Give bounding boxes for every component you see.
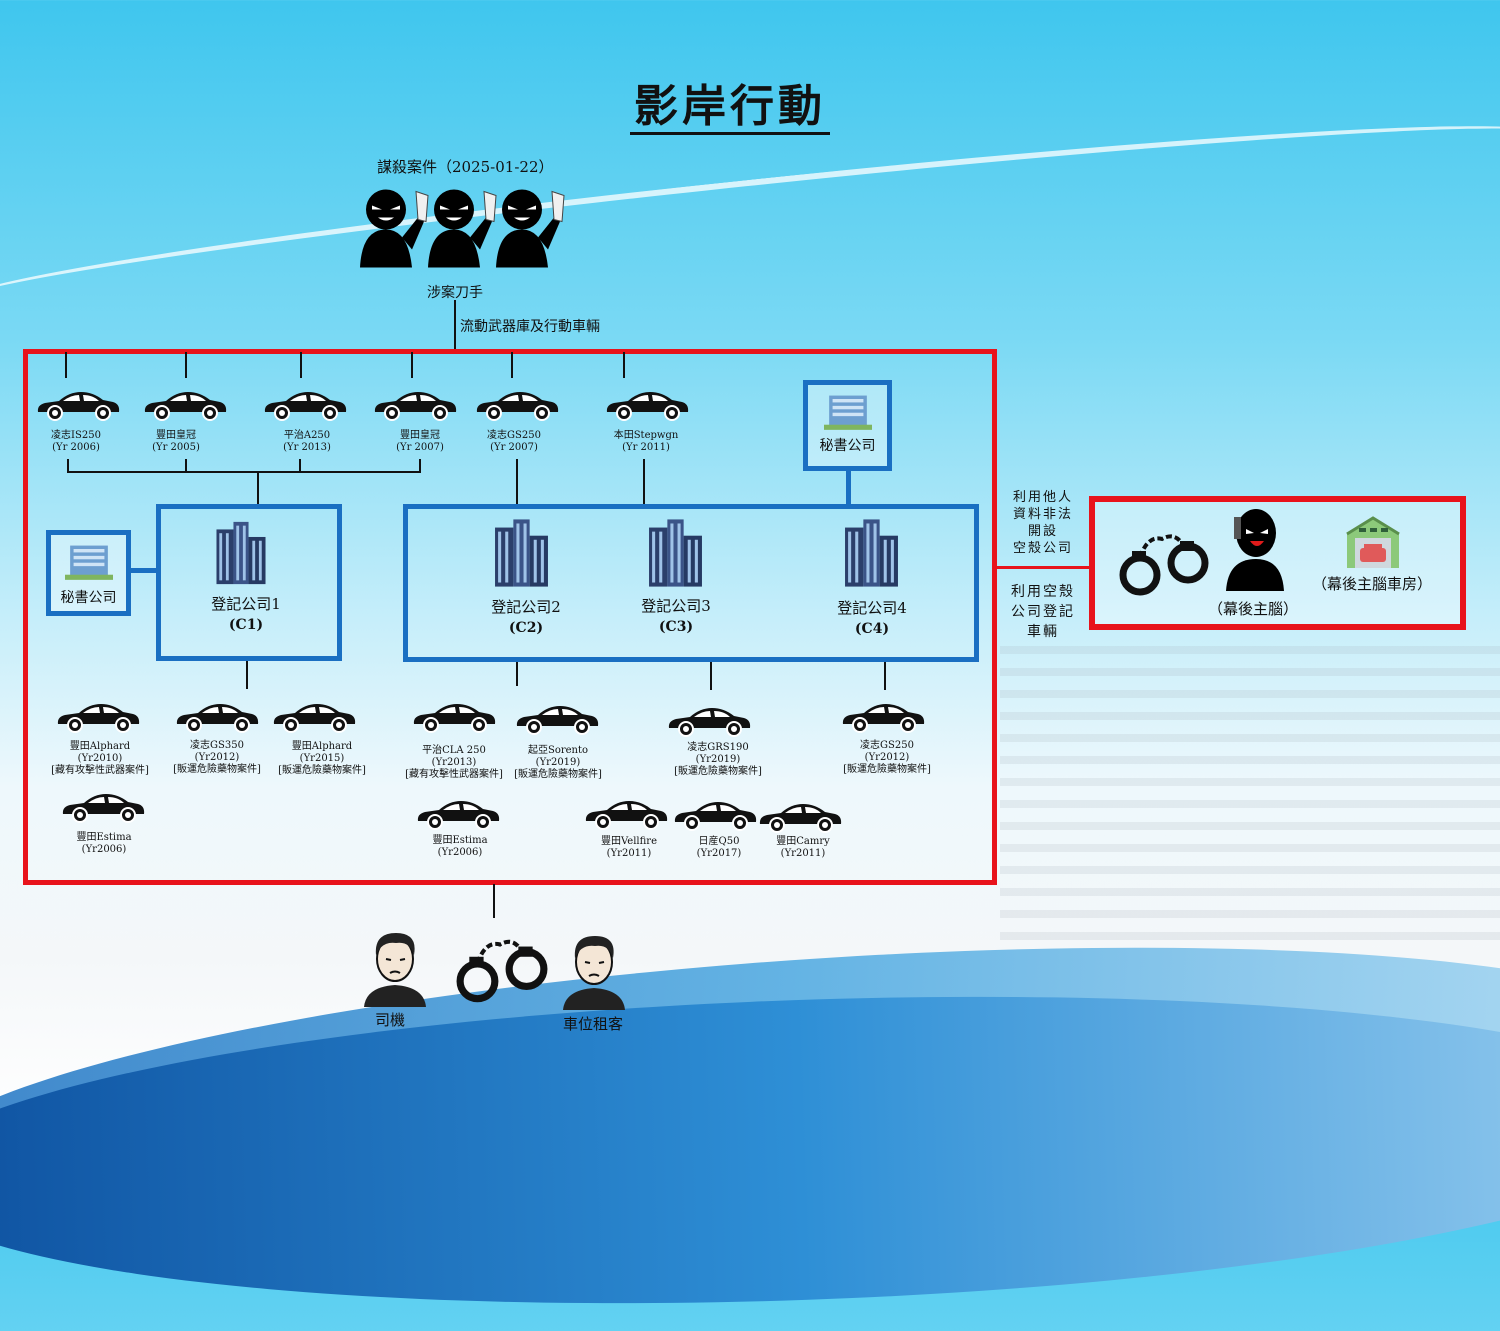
car-icon [757, 800, 843, 834]
tenant-person-icon [559, 930, 629, 1010]
mastermind-garage-label: （幕後主腦車房） [1312, 575, 1433, 593]
weapons-vehicles-label: 流動武器庫及行動車輛 [460, 319, 600, 335]
office-building-icon [824, 391, 872, 431]
car-icon [474, 388, 560, 422]
car-label: 凌志GS350(Yr2012)[販運危險藥物案件] [173, 740, 261, 775]
connector-line [419, 459, 421, 473]
connector-line [516, 662, 518, 686]
car-icon [411, 700, 497, 734]
connector-line [511, 352, 513, 378]
company-c3-label: 登記公司3(C3) [641, 597, 711, 635]
connector-line [300, 352, 302, 378]
car-icon [142, 388, 228, 422]
car-icon [271, 700, 357, 734]
connector-line [257, 471, 259, 505]
connector-line [67, 471, 421, 473]
car-label: 凌志GS250(Yr2012)[販運危險藥物案件] [843, 740, 931, 775]
murder-case-label: 謀殺案件（2025-01-22） [377, 158, 554, 176]
car-icon [60, 790, 146, 824]
connector-line [67, 459, 69, 473]
connector-line [131, 568, 158, 573]
secretary-company-label: 秘書公司 [60, 590, 117, 606]
car-label: 豐田皇冠(Yr 2005) [152, 430, 200, 453]
connector-line [299, 459, 301, 473]
car-icon [672, 798, 758, 832]
page-title: 影岸行動 [0, 70, 1460, 135]
connector-line [246, 661, 248, 689]
connector-line [997, 566, 1091, 569]
weapons-vehicles-box [23, 349, 997, 885]
car-icon [583, 797, 669, 831]
office-building-icon [65, 541, 113, 581]
car-label: 豐田Vellfire(Yr2011) [601, 836, 657, 859]
car-label: 起亞Sorento(Yr2019)[販運危險藥物案件] [514, 745, 602, 780]
mastermind-icon [1226, 509, 1284, 591]
connector-line [493, 884, 495, 918]
company-c4-label: 登記公司4(C4) [837, 599, 907, 637]
car-icon [262, 388, 348, 422]
car-icon [55, 700, 141, 734]
connector-line [65, 352, 67, 378]
connector-line [411, 352, 413, 378]
car-label: 豐田Alphard(Yr2010)[藏有攻擊性武器案件] [51, 741, 149, 776]
handcuffs-icon [1118, 527, 1210, 597]
connector-line [623, 352, 625, 378]
connector-line [185, 459, 187, 473]
car-icon [35, 388, 121, 422]
car-icon [840, 700, 926, 734]
shell-company-note: 利用他人資料非法開設空殼公司 [1012, 490, 1073, 556]
company-c2-label: 登記公司2(C2) [491, 598, 561, 636]
knife-men-label: 涉案刀手 [427, 285, 483, 301]
connector-line [643, 459, 645, 505]
handcuffs-icon [455, 932, 549, 1004]
driver-label: 司機 [375, 1011, 406, 1029]
car-label: 豐田Estima(Yr2006) [76, 832, 132, 855]
car-label: 豐田Alphard(Yr2015)[販運危險藥物案件] [278, 741, 366, 776]
car-label: 凌志GS250(Yr 2007) [487, 430, 541, 453]
garage-icon [1346, 516, 1400, 568]
car-icon [174, 700, 260, 734]
secretary-company-label: 秘書公司 [819, 438, 876, 454]
secretary-company-box: 秘書公司 [46, 530, 131, 616]
car-label: 豐田Estima(Yr2006) [432, 835, 488, 858]
car-label: 日産Q50(Yr2017) [696, 836, 742, 859]
building-icon [843, 516, 900, 590]
connector-line [884, 662, 886, 690]
car-label: 凌志IS250(Yr 2006) [51, 430, 101, 453]
car-icon [372, 388, 458, 422]
building-icon [213, 520, 269, 586]
car-icon [604, 388, 690, 422]
building-icon [493, 516, 550, 590]
company-c1-label: 登記公司1(C1) [211, 595, 281, 633]
car-label: 豐田Camry(Yr2011) [776, 836, 830, 859]
mastermind-label: （幕後主腦） [1208, 600, 1299, 618]
connector-line [516, 459, 518, 505]
knife-men-icon [358, 180, 578, 275]
connector-line [846, 471, 851, 506]
car-label: 豐田皇冠(Yr 2007) [396, 430, 444, 453]
car-icon [514, 702, 600, 736]
background-wave [0, 968, 1500, 1331]
companies-c2-c4-box [403, 504, 979, 662]
car-label: 平治CLA 250(Yr2013)[藏有攻擊性武器案件] [405, 745, 503, 780]
connector-line [185, 352, 187, 378]
company-c1-box [156, 504, 342, 661]
car-label: 本田Stepwgn(Yr 2011) [613, 430, 679, 453]
driver-person-icon [360, 927, 430, 1007]
register-vehicles-note: 利用空殼公司登記車輛 [1011, 584, 1075, 640]
car-icon [666, 704, 752, 738]
background-building [1000, 640, 1500, 940]
tenant-label: 車位租客 [563, 1015, 624, 1033]
connector-line [454, 300, 456, 350]
car-label: 平治A250(Yr 2013) [283, 430, 331, 453]
building-icon [647, 516, 704, 590]
car-label: 凌志GRS190(Yr2019)[販運危險藥物案件] [674, 742, 762, 777]
secretary-company-box: 秘書公司 [803, 380, 892, 471]
connector-line [710, 662, 712, 690]
car-icon [415, 797, 501, 831]
